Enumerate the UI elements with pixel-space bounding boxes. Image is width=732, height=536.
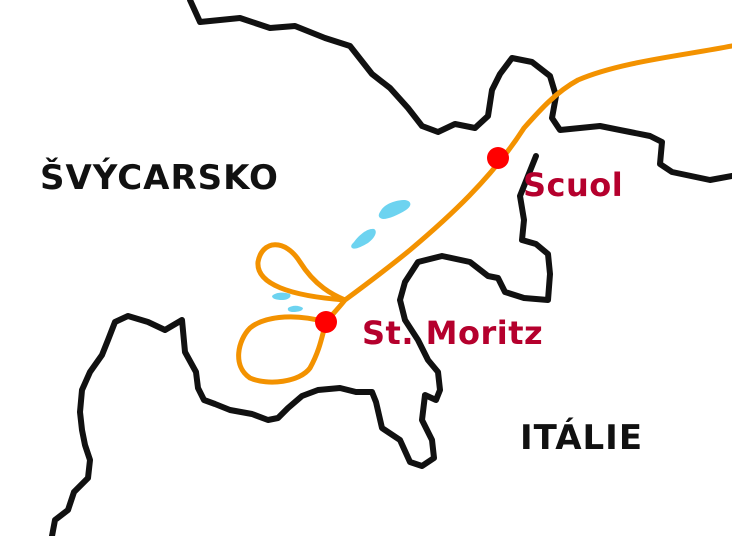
country-label-italy: ITÁLIE — [520, 417, 643, 458]
borders — [49, 0, 732, 536]
city-marker-scuol — [487, 147, 509, 169]
country-labels: ŠVÝCARSKO ITÁLIE — [40, 157, 643, 458]
border-east — [49, 153, 553, 536]
lake — [272, 292, 291, 300]
lake — [287, 305, 303, 312]
lakes — [272, 200, 411, 312]
train-route — [236, 43, 732, 385]
city-marker-st-moritz — [315, 311, 337, 333]
city-markers — [315, 147, 509, 333]
city-labels: Scuol St. Moritz — [362, 166, 623, 352]
city-label-scuol: Scuol — [523, 166, 623, 204]
lake — [378, 200, 411, 219]
country-label-switzerland: ŠVÝCARSKO — [40, 157, 279, 198]
city-label-st-moritz: St. Moritz — [362, 314, 543, 352]
border-north — [187, 0, 732, 183]
lake — [351, 228, 376, 249]
